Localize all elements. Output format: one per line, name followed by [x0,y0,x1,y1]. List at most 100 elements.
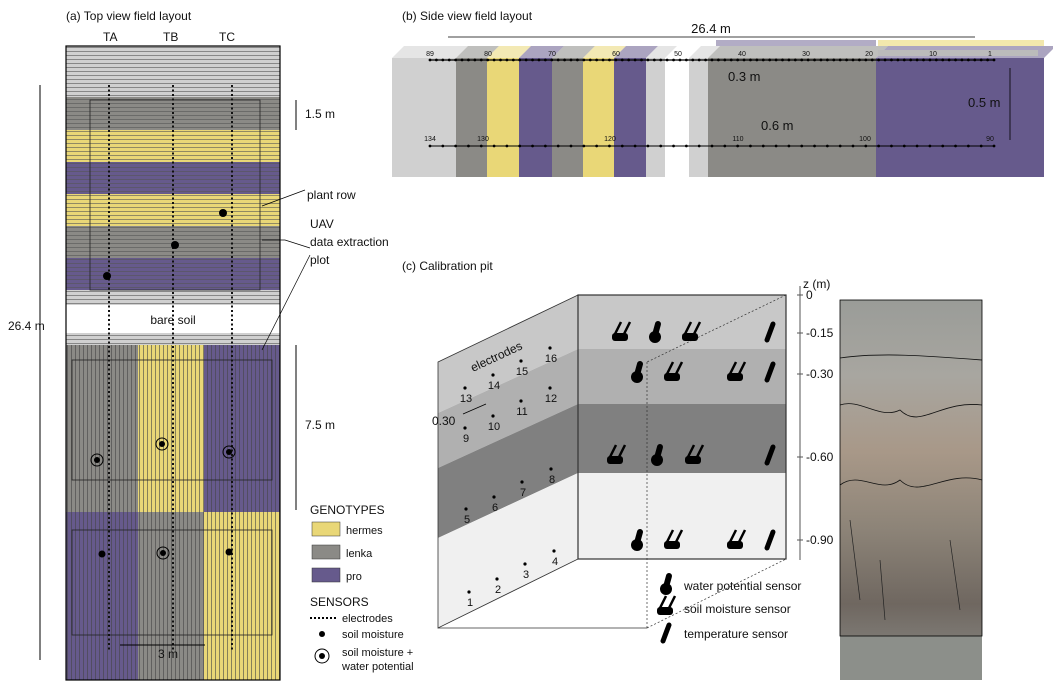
uav-label-2: data extraction [310,235,389,249]
pit-electrode [520,480,524,484]
electrode-dot [928,144,932,148]
electrode-dot [467,58,470,62]
pit-electrode [548,346,552,350]
electrode-dot [505,144,509,148]
block-length-label: 7.5 m [305,418,335,432]
electrode-dot [620,58,624,62]
electrode-dot [447,58,451,62]
legend-lenka: lenka [346,548,373,560]
electrode-dot [909,58,913,62]
panel-c-title: (c) Calibration pit [402,259,493,273]
electrode-dot [556,58,560,62]
electrode-dot [992,144,996,148]
top-electrode-label: 10 [929,51,937,58]
electrode-dot [614,58,618,62]
electrode-dot [428,58,432,62]
electrode-dot [781,58,784,62]
pit-electrode [491,414,495,418]
electrode-dot [531,144,534,148]
electrode-dot [774,58,778,62]
pit-electrode-number: 3 [523,569,529,581]
electrode-dot [441,144,445,148]
electrode-dot [672,144,675,148]
temperature-sensor-icon [660,622,672,644]
panel-b-title: (b) Side view field layout [402,9,533,23]
panel-a-top-view: (a) Top view field layout TA TB TC bare … [8,9,414,681]
top-spacing-label: 0.3 m [728,69,761,84]
electrode-dot [646,144,650,148]
side-block [519,58,552,177]
soil-moisture-sensor-icon [682,321,702,341]
electrode-dot [531,58,534,62]
electrode-dot [787,58,791,62]
side-block [689,58,708,177]
plant-row-label: plant row [307,188,356,202]
soil-profile-photo [839,299,983,680]
uav-label-3: plot [310,253,330,267]
pit-legend: water potential sensor soil moisture sen… [657,573,801,644]
electrode-dot [864,144,868,148]
electrode-dot [518,144,522,148]
water-potential-sensor-icon [631,529,643,551]
sensors-title: SENSORS [310,595,369,609]
pit-electrode-number: 1 [467,597,473,609]
pit-electrode [548,386,552,390]
z-tick-label: -0.30 [806,367,834,381]
electrode-dot [928,58,932,62]
electrode-dot [588,58,592,62]
electrode-dot [659,144,663,148]
pit-electrode [464,507,468,511]
pit-electrode-number: 7 [520,487,526,499]
water-potential-sensor-icon [631,361,643,383]
legend-soil-moisture-water: soil moisture + [342,647,413,659]
electrode-dot [710,58,714,62]
electrode-dot [582,144,586,148]
electrode-dot [749,144,752,148]
legend-soil-moisture: soil moisture [342,629,404,641]
soil-moisture-sensor-icon [685,444,705,464]
electrode-dot [890,58,893,62]
electrode-dot [845,58,848,62]
electrode-dot [556,144,560,148]
electrode-dot [640,58,643,62]
electrode-dot [710,144,714,148]
electrode-dot [851,58,855,62]
electrode-dot [492,144,496,148]
electrode-dot [736,144,740,148]
electrode-dot [454,58,458,62]
side-block [614,58,646,177]
electrode-dot [723,144,727,148]
electrode-dot [659,58,663,62]
water-potential-sensor-icon [660,573,672,595]
bottom-electrode-label: 134 [424,136,436,143]
panel-c-calibration-pit: (c) Calibration pit electrodes 0.30 1234… [402,259,983,680]
electrode-dot [902,58,906,62]
electrode-dot [595,144,599,148]
side-block [487,58,519,177]
column-label-ta: TA [103,30,117,44]
temperature-sensor-icon [764,444,776,466]
pit-electrode-number: 16 [545,353,557,365]
pit-electrode-number: 5 [464,514,470,526]
electrode-dot [890,144,893,148]
soil-moisture-sensor-icon [607,444,627,464]
electrode-dot [992,58,996,62]
electrode-dot [717,58,720,62]
electrode-dot [505,58,509,62]
pit-electrode-number: 6 [492,502,498,514]
electrode-dot [986,58,989,62]
top-electrode-label: 89 [426,51,434,58]
electrode-dot [768,58,772,62]
electrode-dot [825,144,829,148]
electrode-dot [633,144,637,148]
sensor-markers [90,209,236,560]
top-electrode-label: 50 [674,51,682,58]
pit-sensors [607,321,776,551]
side-block [646,58,665,177]
electrode-dot [813,144,816,148]
electrode-dot [858,58,861,62]
pit-electrode [463,426,467,430]
uav-label-1: UAV [310,217,334,231]
field-outline [65,45,281,681]
legend-temperature-sensor: temperature sensor [684,627,788,641]
